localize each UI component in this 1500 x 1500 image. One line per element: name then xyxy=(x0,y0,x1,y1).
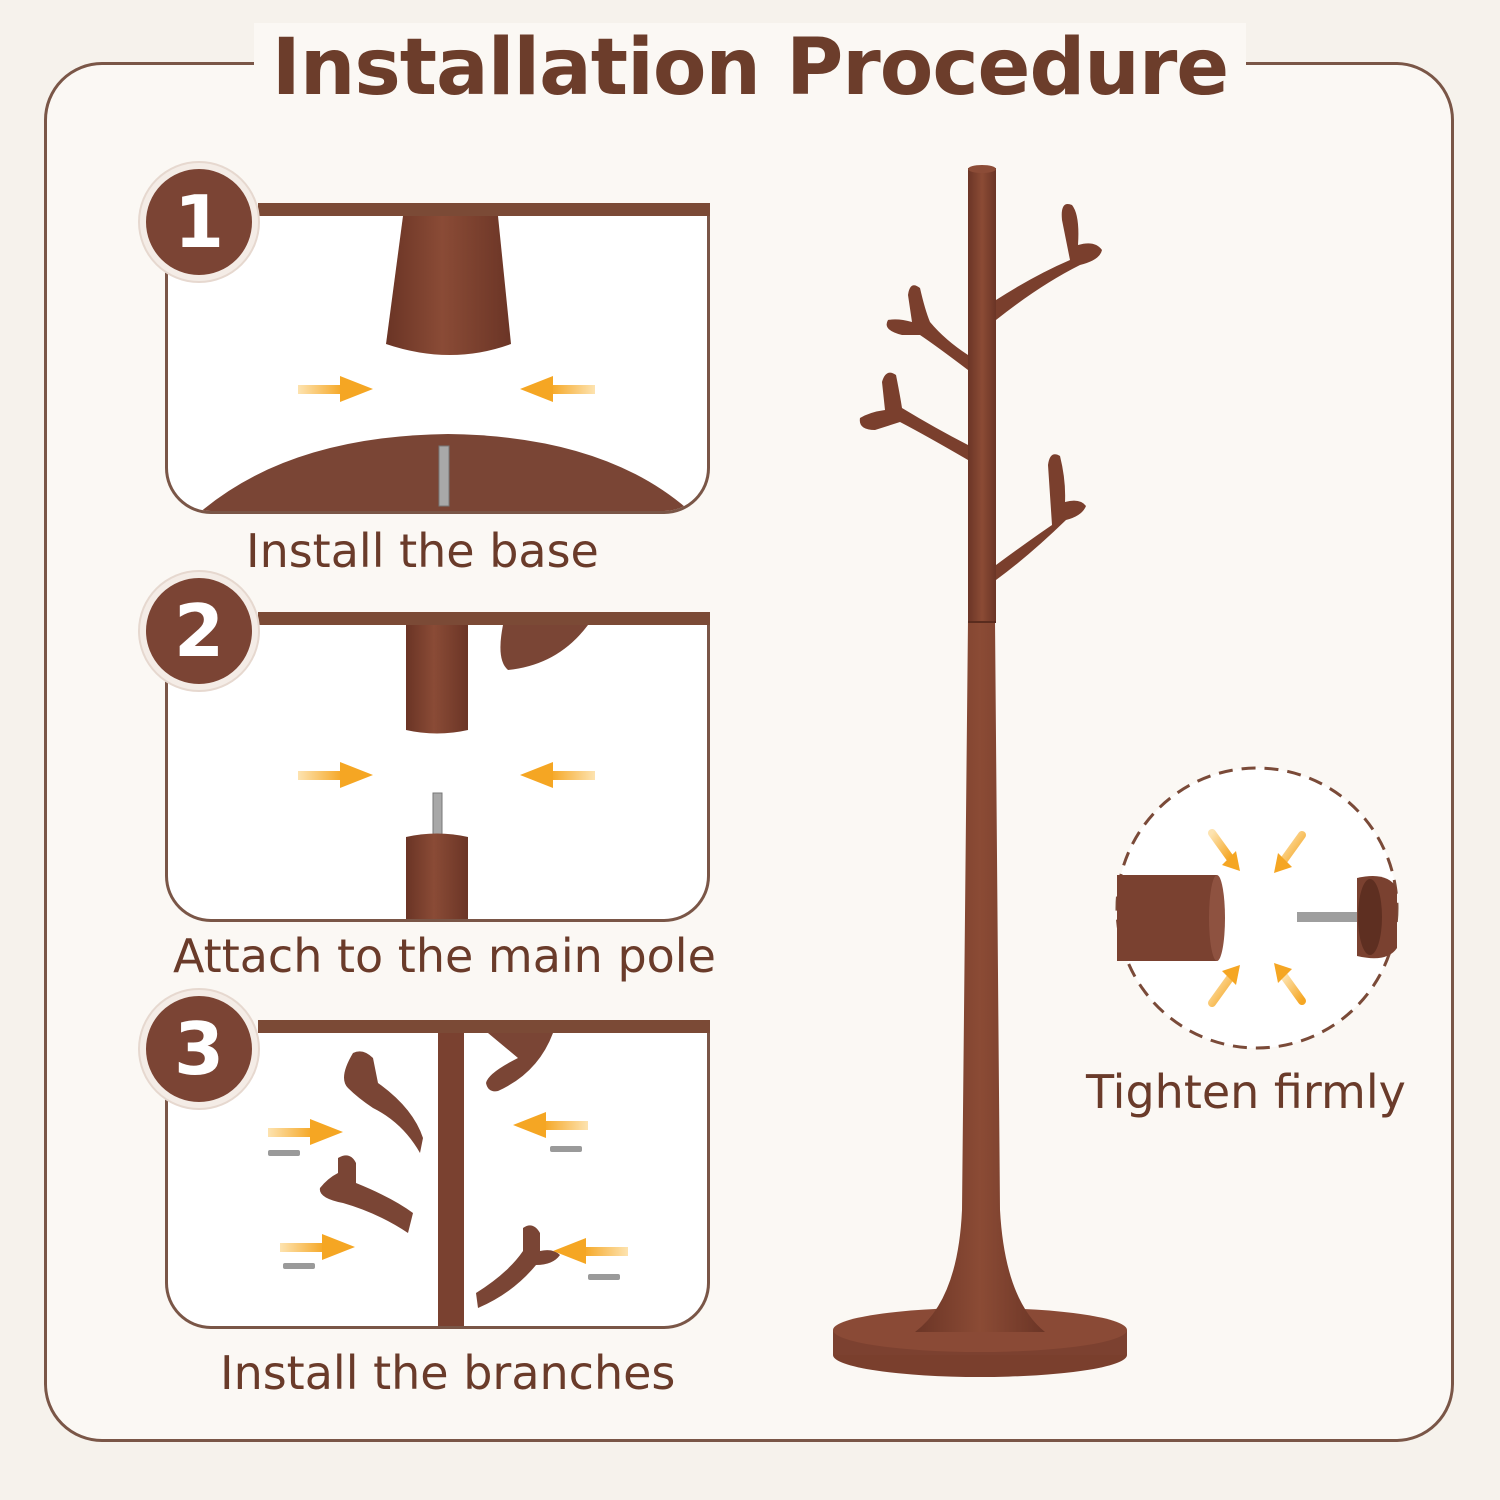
screw-icon xyxy=(268,1150,300,1156)
base-screw xyxy=(438,445,450,507)
pole-bottom-cone xyxy=(386,216,511,355)
arrow-down-right-icon xyxy=(1208,829,1240,871)
arrow-left-icon xyxy=(520,762,595,788)
arrow-right-icon xyxy=(298,376,373,402)
main-pole xyxy=(438,1033,464,1326)
coat-rack-illustration xyxy=(833,165,1127,1377)
step-2-header-bar xyxy=(258,612,710,625)
step-1-number: 1 xyxy=(173,180,225,264)
tighten-detail-illustration xyxy=(1115,766,1399,1050)
rack-branch-4 xyxy=(996,454,1086,580)
rack-branch-1 xyxy=(996,204,1102,320)
step-2-badge: 2 xyxy=(140,572,258,690)
rack-branch-2 xyxy=(886,285,968,370)
step-2-caption: Attach to the main pole xyxy=(173,929,716,983)
screw-icon xyxy=(283,1263,315,1269)
connector-screw xyxy=(1297,912,1359,922)
step-1-illustration xyxy=(201,216,690,511)
arrow-left-icon xyxy=(520,376,595,402)
rack-branch-3 xyxy=(859,372,968,460)
step-1-caption: Install the base xyxy=(246,524,599,578)
page-title-text: Installation Procedure xyxy=(253,23,1247,113)
arrow-right-icon xyxy=(268,1119,343,1145)
step-1-badge: 1 xyxy=(140,163,258,281)
pole-screw xyxy=(432,792,443,839)
step-3-panel xyxy=(165,1033,710,1329)
step-3-illustration xyxy=(268,1033,628,1326)
step-3-badge: 3 xyxy=(140,990,258,1108)
step-2-panel xyxy=(165,625,710,922)
lower-pole-section xyxy=(406,833,468,919)
rack-lower-pole xyxy=(915,620,1045,1332)
step-2-number: 2 xyxy=(173,589,225,673)
screw-icon xyxy=(550,1146,582,1152)
step-3-header-bar xyxy=(258,1020,710,1033)
step-3-caption: Install the branches xyxy=(220,1346,676,1400)
page-title: Installation Procedure xyxy=(0,18,1500,118)
branch-lower-right xyxy=(476,1225,560,1308)
step-1-header-bar xyxy=(258,203,710,216)
step-1-panel xyxy=(165,216,710,514)
detail-caption: Tighten firmly xyxy=(1086,1065,1406,1119)
pole-end xyxy=(1117,875,1217,961)
branch-upper-right xyxy=(486,1033,553,1092)
arrow-up-right-icon xyxy=(1208,965,1240,1007)
arrow-left-icon xyxy=(513,1112,588,1138)
branch-middle-left xyxy=(319,1155,413,1233)
arrow-down-left-icon xyxy=(1274,831,1306,873)
arrow-up-left-icon xyxy=(1274,963,1306,1005)
upper-pole-section xyxy=(406,625,468,734)
branch-fragment xyxy=(500,625,588,670)
branch-upper-left xyxy=(344,1051,423,1153)
step-3-number: 3 xyxy=(173,1007,225,1091)
arrow-left-icon xyxy=(553,1238,628,1264)
rack-upper-pole xyxy=(968,168,996,623)
arrow-right-icon xyxy=(280,1234,355,1260)
step-2-illustration xyxy=(298,625,595,919)
arrow-right-icon xyxy=(298,762,373,788)
screw-icon xyxy=(588,1274,620,1280)
